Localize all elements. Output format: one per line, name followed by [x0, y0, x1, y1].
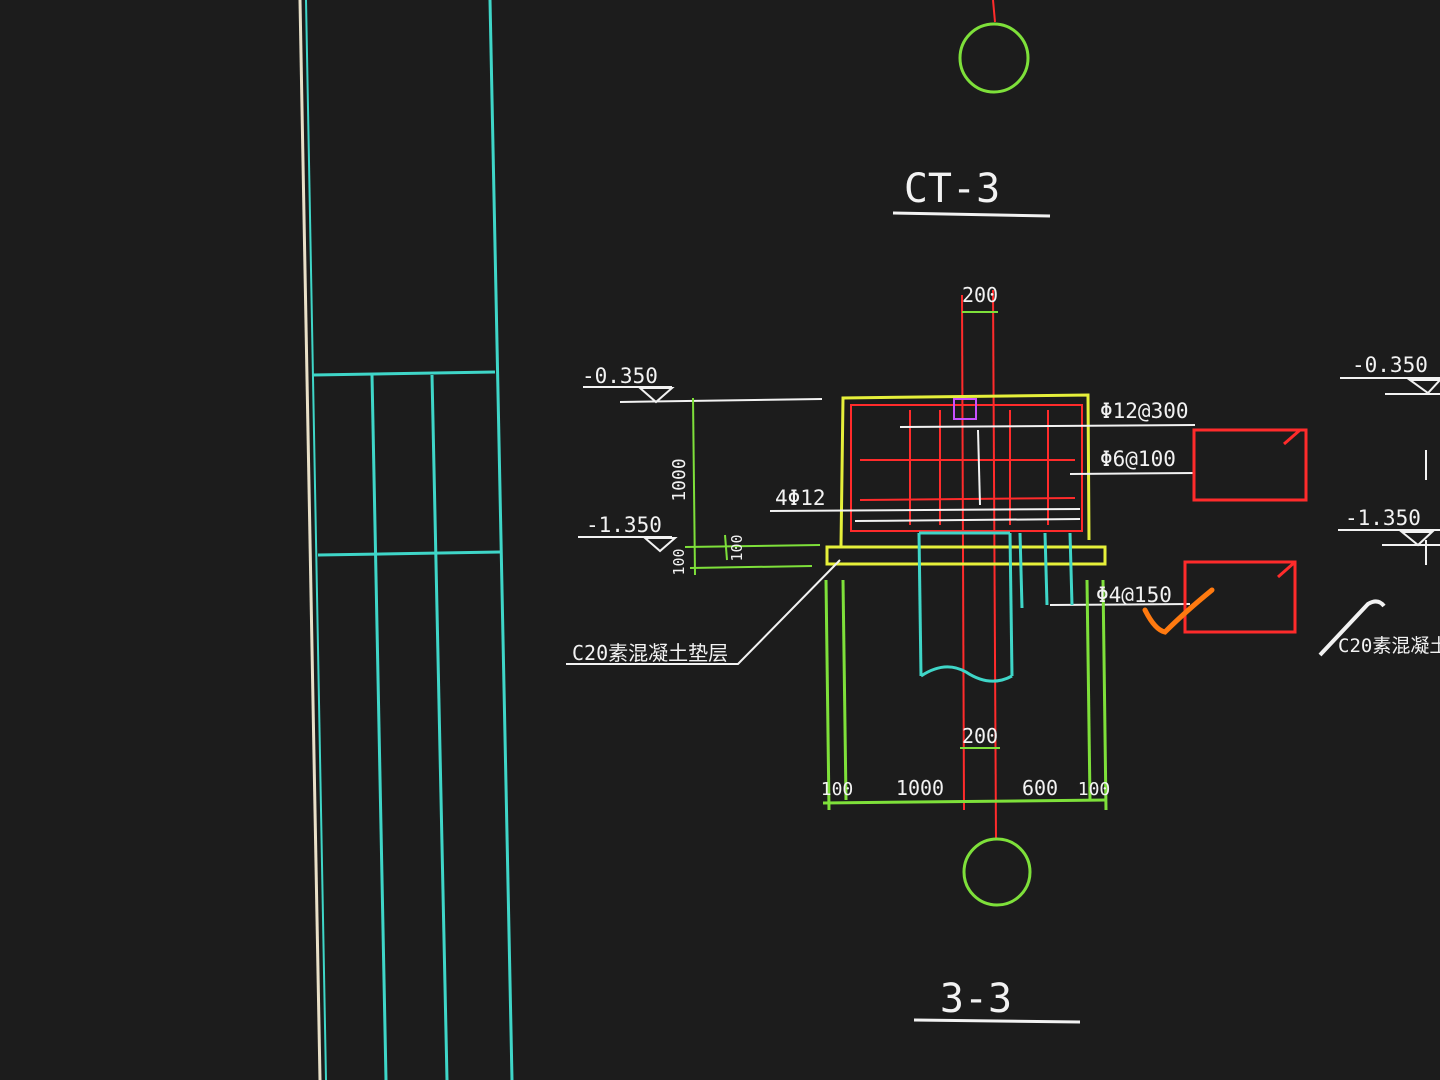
leader-stirrup-1	[1069, 472, 1196, 475]
foundation-walls	[822, 579, 1108, 811]
cushion-layer[interactable]	[825, 545, 1107, 566]
dim-bottom-1000: 1000	[896, 776, 944, 800]
callout-box-lower[interactable]	[1183, 560, 1297, 634]
rebar-stirrup-outer	[850, 404, 1083, 532]
wall-right-outer	[1101, 579, 1108, 811]
elevation-marker-icon	[642, 537, 678, 553]
pile-side-line-2	[1043, 532, 1049, 606]
dim-height-100: 100	[670, 548, 688, 575]
dim-bottom-line	[822, 798, 1108, 805]
dim-bottom-100-left: 100	[821, 779, 854, 800]
axis-bubble-bottom[interactable]	[962, 837, 1032, 907]
callout-boxes[interactable]	[1183, 428, 1308, 634]
frame-line-cyan	[305, 0, 327, 1080]
pile-side-line-1	[1018, 532, 1024, 609]
elevation-left-top-label: -0.350	[582, 364, 658, 388]
pile[interactable]	[917, 531, 1074, 683]
wall-right-inner	[1085, 579, 1092, 801]
rebar-cage[interactable]	[850, 404, 1083, 532]
frame-row-top	[312, 370, 496, 377]
section-title-ct3-underline	[892, 211, 1051, 218]
dim-left-ext-2	[689, 565, 813, 569]
elevation-right-bottom-label: -1.350	[1345, 506, 1421, 530]
leader-cushion	[566, 559, 841, 665]
rebar-bottom-bars	[854, 518, 1081, 522]
label-top-bar: Φ12@300	[1100, 399, 1189, 423]
frame-col-b	[430, 374, 449, 1080]
elevation-marker-icon	[1406, 379, 1440, 395]
dim-small-100: 100	[728, 534, 746, 561]
selection-grip-icon[interactable]	[953, 398, 977, 420]
section-title-33-underline	[913, 1018, 1081, 1024]
note-cushion-left: C20素混凝土垫层	[572, 641, 728, 665]
pile-left-edge	[917, 532, 923, 677]
rebar-horizontal-low	[859, 497, 1076, 501]
label-longitudinal: 4Φ12	[775, 486, 826, 510]
elevation-marker-icon	[637, 387, 675, 404]
pile-side-line-3	[1068, 532, 1074, 606]
callout-box-upper[interactable]	[1192, 428, 1308, 502]
right-leader	[1318, 599, 1386, 657]
dim-bottom-width: 200	[962, 724, 998, 748]
section-title-ct3: CT-3	[904, 166, 1000, 212]
note-cushion-right: C20素混凝土垫层	[1338, 635, 1440, 657]
dim-left-height: 1000 100 100	[669, 397, 821, 576]
frame-col-a	[370, 374, 388, 1080]
wall-left-outer	[824, 579, 831, 811]
frame-row-bottom	[317, 550, 501, 557]
label-stirrup-1: Φ6@100	[1100, 447, 1176, 471]
dim-top-value: 200	[962, 283, 998, 307]
label-stirrup-2: Φ4@150	[1096, 583, 1172, 607]
right-partial-drawing: -0.350 -1.350 C20素混凝土垫层	[1318, 353, 1440, 657]
axis-top-line	[992, 0, 996, 23]
rebar-center-line	[977, 429, 981, 506]
check-mark-icon	[1142, 587, 1215, 635]
dim-height-1000: 1000	[669, 458, 690, 501]
elevation-left-top-level	[619, 398, 823, 403]
frame-line-white	[298, 0, 322, 1080]
elevation-left-top: -0.350	[582, 364, 823, 404]
pile-right-edge	[1008, 532, 1014, 677]
pile-cap[interactable]	[825, 393, 1107, 566]
dim-small-line	[724, 534, 728, 561]
axis-line-left	[961, 294, 965, 811]
callout-box-upper-corner	[1283, 428, 1301, 446]
leader-longitudinal	[769, 508, 1081, 512]
leader-top-bar	[899, 424, 1196, 428]
dim-top-width: 200	[962, 283, 998, 313]
dim-bottom-100-right: 100	[1078, 779, 1111, 800]
wall-left-inner	[841, 579, 848, 801]
section-title-33: 3-3	[940, 976, 1012, 1022]
elevation-left-bottom-label: -1.350	[586, 513, 662, 537]
dim-left-ext-1	[684, 544, 821, 548]
axis-bubble-top[interactable]	[958, 22, 1030, 94]
elevation-marker-icon	[1399, 531, 1435, 547]
elevation-right-top-label: -0.350	[1352, 353, 1428, 377]
frame-line-right	[488, 0, 514, 1080]
pile-cap-outline	[839, 393, 1091, 547]
elevation-left-bottom: -1.350	[578, 513, 678, 553]
dim-left-vertical	[692, 397, 696, 576]
pile-break-line	[920, 665, 1013, 683]
dim-bottom-600: 600	[1022, 776, 1058, 800]
callout-box-lower-corner	[1277, 560, 1296, 579]
left-frame	[298, 0, 514, 1080]
